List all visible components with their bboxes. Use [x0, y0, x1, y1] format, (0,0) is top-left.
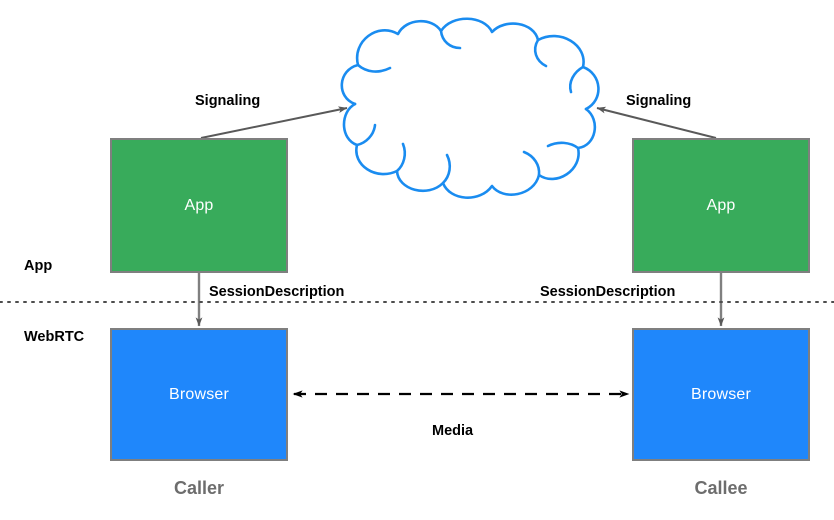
edge-callee-signaling: [596, 106, 717, 139]
signaling-cloud-icon: [340, 17, 600, 199]
node-callee-app[interactable]: App: [632, 138, 810, 273]
node-caller-browser-label: Browser: [168, 385, 230, 403]
edge-caller-signaling: [200, 106, 348, 139]
layer-label-app: App: [24, 258, 53, 274]
node-caller-browser[interactable]: Browser: [110, 328, 288, 461]
node-caller-app-label: App: [184, 196, 214, 214]
role-label-caller: Caller: [173, 478, 225, 498]
edge-label-caller-sessiondescription: SessionDescription: [209, 284, 345, 300]
edge-label-callee-signaling: Signaling: [626, 93, 692, 109]
edge-label-callee-sessiondescription: SessionDescription: [540, 284, 676, 300]
node-callee-app-label: App: [706, 196, 736, 214]
node-callee-browser[interactable]: Browser: [632, 328, 810, 461]
node-caller-app[interactable]: App: [110, 138, 288, 273]
edge-label-media: Media: [432, 423, 474, 439]
edge-label-caller-signaling: Signaling: [195, 93, 261, 109]
layer-label-webrtc: WebRTC: [24, 329, 85, 345]
node-callee-browser-label: Browser: [690, 385, 752, 403]
role-label-callee: Callee: [694, 478, 748, 498]
